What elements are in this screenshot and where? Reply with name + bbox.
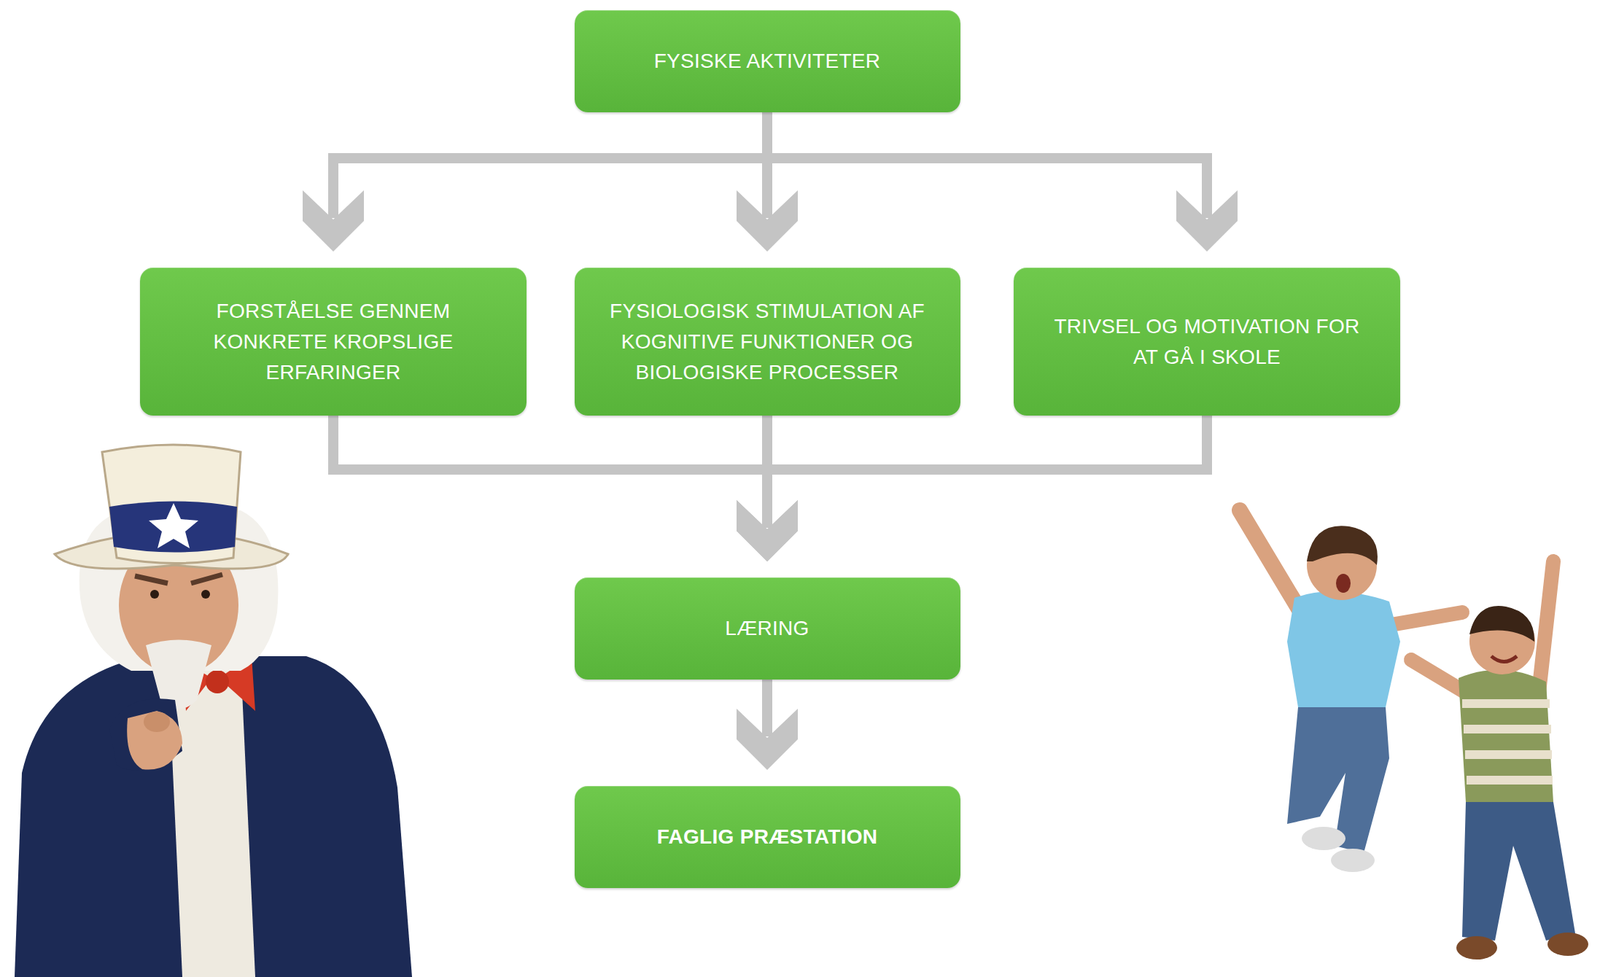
hat-band [109, 501, 238, 553]
coat [14, 656, 413, 977]
connector-line [333, 415, 768, 528]
process-box: TRIVSEL OG MOTIVATION FOR AT GÅ I SKOLE [1013, 267, 1401, 416]
brows [134, 574, 223, 584]
box-label: FYSIOLOGISK STIMULATION AF KOGNITIVE FUN… [600, 296, 935, 388]
connector-line [333, 112, 768, 219]
chevron-arrowhead [736, 708, 798, 771]
chevron-arrowhead [1176, 190, 1238, 252]
flow-connector [736, 415, 1207, 562]
shoe [1456, 936, 1498, 960]
sleeve [109, 698, 183, 771]
stripes [1462, 703, 1553, 781]
eye [150, 589, 159, 599]
shoe [1301, 826, 1346, 851]
flow-connector [736, 679, 798, 771]
pointing-finger [143, 711, 170, 733]
process-box: FYSIOLOGISK STIMULATION AF KOGNITIVE FUN… [574, 267, 961, 416]
box-label: TRIVSEL OG MOTIVATION FOR AT GÅ I SKOLE [1039, 311, 1374, 373]
arm [1538, 561, 1554, 693]
connector-line [767, 112, 1207, 219]
box-label: FORSTÅELSE GENNEM KONKRETE KROPSLIGE ERF… [166, 296, 501, 388]
hair [1469, 606, 1535, 642]
process-box: FORSTÅELSE GENNEM KONKRETE KROPSLIGE ERF… [140, 267, 527, 416]
chevron-arrowhead [302, 190, 364, 252]
hair [1306, 525, 1378, 566]
smile [1491, 656, 1517, 663]
shoe [1330, 848, 1375, 873]
connector-line [767, 415, 1207, 528]
bow-knot [205, 670, 229, 694]
jeans [1462, 802, 1576, 941]
chevron-arrowhead [736, 190, 798, 252]
jumping-kids [1239, 510, 1589, 960]
flow-connector [302, 112, 768, 252]
process-box: LÆRING [574, 577, 961, 680]
goatee [145, 640, 212, 710]
striped-shirt [1458, 670, 1554, 803]
eye [201, 589, 211, 599]
jeans [1287, 707, 1390, 854]
hat-crown [102, 444, 241, 564]
chevron-arrowhead [736, 500, 798, 562]
shirt [1287, 591, 1401, 708]
process-box: FAGLIG PRÆSTATION [574, 786, 961, 889]
hat-star [148, 503, 199, 549]
box-label: FAGLIG PRÆSTATION [657, 821, 879, 853]
flow-connector [333, 415, 798, 562]
uncle-sam-figure [14, 444, 413, 977]
arm [1411, 659, 1466, 693]
mouth [1336, 573, 1351, 593]
connector-line [762, 679, 773, 737]
box-label: FYSISKE AKTIVITETER [654, 45, 881, 77]
box-label: LÆRING [724, 613, 809, 644]
pointing-hand [126, 711, 183, 771]
flow-connector [767, 112, 1238, 252]
process-box: FYSISKE AKTIVITETER [574, 10, 961, 113]
shoe [1547, 932, 1589, 957]
